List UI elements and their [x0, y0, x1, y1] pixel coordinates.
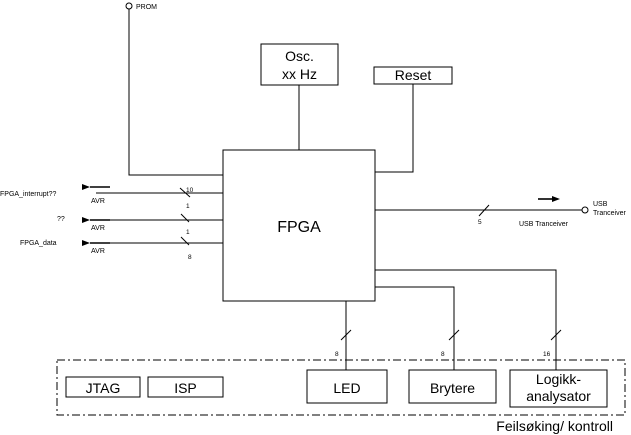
logikk-label-line2: analysator: [526, 388, 591, 404]
bus-slash: [448, 329, 460, 341]
led-bus: 8: [335, 301, 352, 370]
signal-name: FPGA_interrupt??: [0, 191, 57, 198]
usb-bus-label: USB Tranceiver: [519, 221, 569, 228]
logikkanalysator-block: Logikk- analysator: [509, 369, 608, 408]
bus-slash: [550, 329, 562, 341]
usb-label-line2: Tranceiver: [593, 210, 626, 217]
isp-label: ISP: [174, 380, 197, 396]
signal-via: AVR: [91, 248, 105, 255]
usb-connection: 5 USB Tranceiver USB Tranceiver: [375, 196, 626, 228]
brytere-wire: [375, 286, 455, 370]
osc-label-line2: xx Hz: [282, 66, 317, 82]
bus-slash: [180, 236, 190, 246]
brytere-bus: 8: [375, 286, 460, 370]
fpga-label: FPGA: [277, 219, 321, 236]
signal-name: ??: [57, 216, 65, 223]
left-signal-2: 1 ?? AVR 1: [57, 203, 223, 236]
bus-width: 8: [188, 254, 192, 261]
bus-slash: [179, 187, 191, 198]
left-signal-3: FPGA_data AVR 8: [20, 236, 223, 261]
brytere-label: Brytere: [430, 380, 475, 396]
osc-label-line1: Osc.: [285, 48, 314, 64]
logikk-wire: [375, 269, 557, 370]
reset-block: Reset: [373, 66, 453, 85]
signal-via: AVR: [91, 225, 105, 232]
signal-via: AVR: [91, 198, 105, 205]
logikk-bus: 16: [375, 269, 562, 370]
usb-bus-width: 5: [478, 219, 482, 226]
prom-wire: [128, 9, 223, 176]
bus-slash: [478, 204, 490, 217]
prom-label: PROM: [136, 4, 157, 11]
bus-slash: [340, 329, 352, 341]
reset-wire: [375, 84, 414, 173]
bus-width-lower: 1: [186, 229, 190, 236]
brytere-bus-width: 8: [441, 351, 445, 358]
prom-terminal: [125, 2, 133, 10]
bus-slash: [180, 213, 190, 223]
usb-terminal: [581, 206, 589, 214]
fpga-block: FPGA: [222, 149, 376, 302]
usb-label-line1: USB: [593, 201, 608, 208]
led-bus-width: 8: [335, 351, 339, 358]
jtag-block: JTAG: [65, 376, 141, 398]
left-signal-1: 10 FPGA_interrupt?? AVR: [0, 184, 223, 205]
led-label: LED: [333, 380, 360, 396]
signal-name: FPGA_data: [20, 240, 57, 247]
arrow-right-head: [552, 196, 560, 202]
bus-width: 1: [186, 203, 190, 210]
debug-group-border: [56, 359, 626, 416]
logikk-label-line1: Logikk-: [536, 371, 581, 387]
isp-block: ISP: [147, 376, 224, 398]
reset-label: Reset: [395, 67, 432, 83]
oscillator-block: Osc. xx Hz: [260, 43, 339, 86]
logikk-bus-width: 16: [543, 351, 551, 358]
prom-connection: PROM: [125, 2, 223, 176]
brytere-block: Brytere: [408, 369, 497, 404]
debug-group-label: Feilsøking/ kontroll: [496, 418, 613, 434]
led-block: LED: [306, 369, 388, 404]
jtag-label: JTAG: [86, 380, 121, 396]
bus-width: 10: [186, 187, 194, 194]
